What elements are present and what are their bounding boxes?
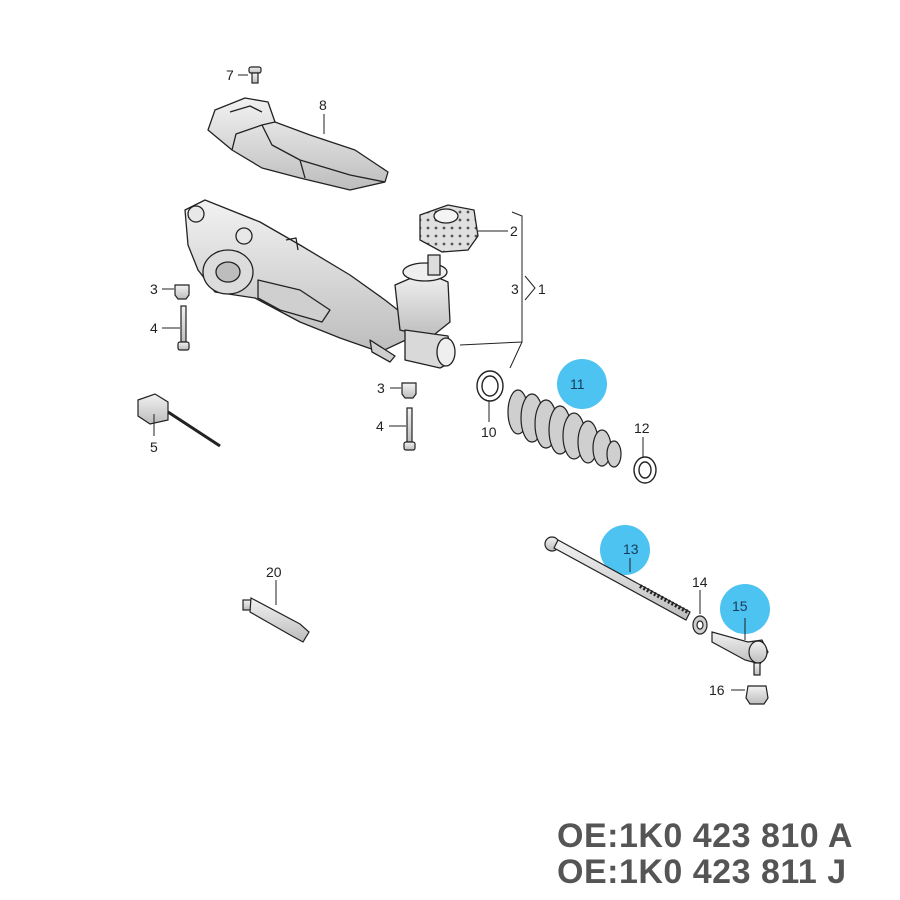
callout-14: 14 [692,574,708,590]
callout-1: 1 [538,281,546,297]
part-steering-rack [184,199,456,369]
leader-lines [153,74,746,691]
part-16-nut [745,685,769,705]
callout-12: 12 [634,420,650,436]
part-5-sensor [137,393,221,448]
callout-2: 2 [510,223,518,239]
callout-7: 7 [226,67,234,83]
part-3-nut-center [401,382,417,399]
part-14-nut [692,615,708,635]
part-15-tie-rod-end [711,631,769,676]
highlight-circle-13 [600,525,650,575]
highlight-circle-15 [720,584,770,634]
callout-3-left: 3 [150,281,158,297]
highlight-circle-11 [557,359,607,409]
part-3-nut-left [174,284,190,300]
part-13-tie-rod [544,536,691,621]
part-10-clamp [476,370,504,402]
part-7-bolt [248,66,262,84]
callout-10: 10 [481,424,497,440]
oe-code-1: OE:1K0 423 810 A [557,817,853,855]
callout-5: 5 [150,439,158,455]
part-4-bolt-center [403,407,416,451]
callout-3-bracket: 3 [511,281,519,297]
callout-16: 16 [709,682,725,698]
callout-13: 13 [623,541,639,557]
part-12-clamp [633,456,657,484]
part-4-bolt-left [177,305,190,351]
part-8-heat-shield [207,97,389,191]
part-20-grease-tube [242,597,310,643]
callout-4-left: 4 [150,320,158,336]
part-11-bellows [507,389,622,468]
part-2-rubber-mount [419,204,479,253]
callout-11: 11 [570,376,585,392]
callout-4-center: 4 [376,418,384,434]
callout-15: 15 [732,598,748,614]
oe-code-2: OE:1K0 423 811 J [557,853,847,891]
callout-20: 20 [266,564,282,580]
callout-3-center: 3 [377,380,385,396]
callout-8: 8 [319,97,327,113]
